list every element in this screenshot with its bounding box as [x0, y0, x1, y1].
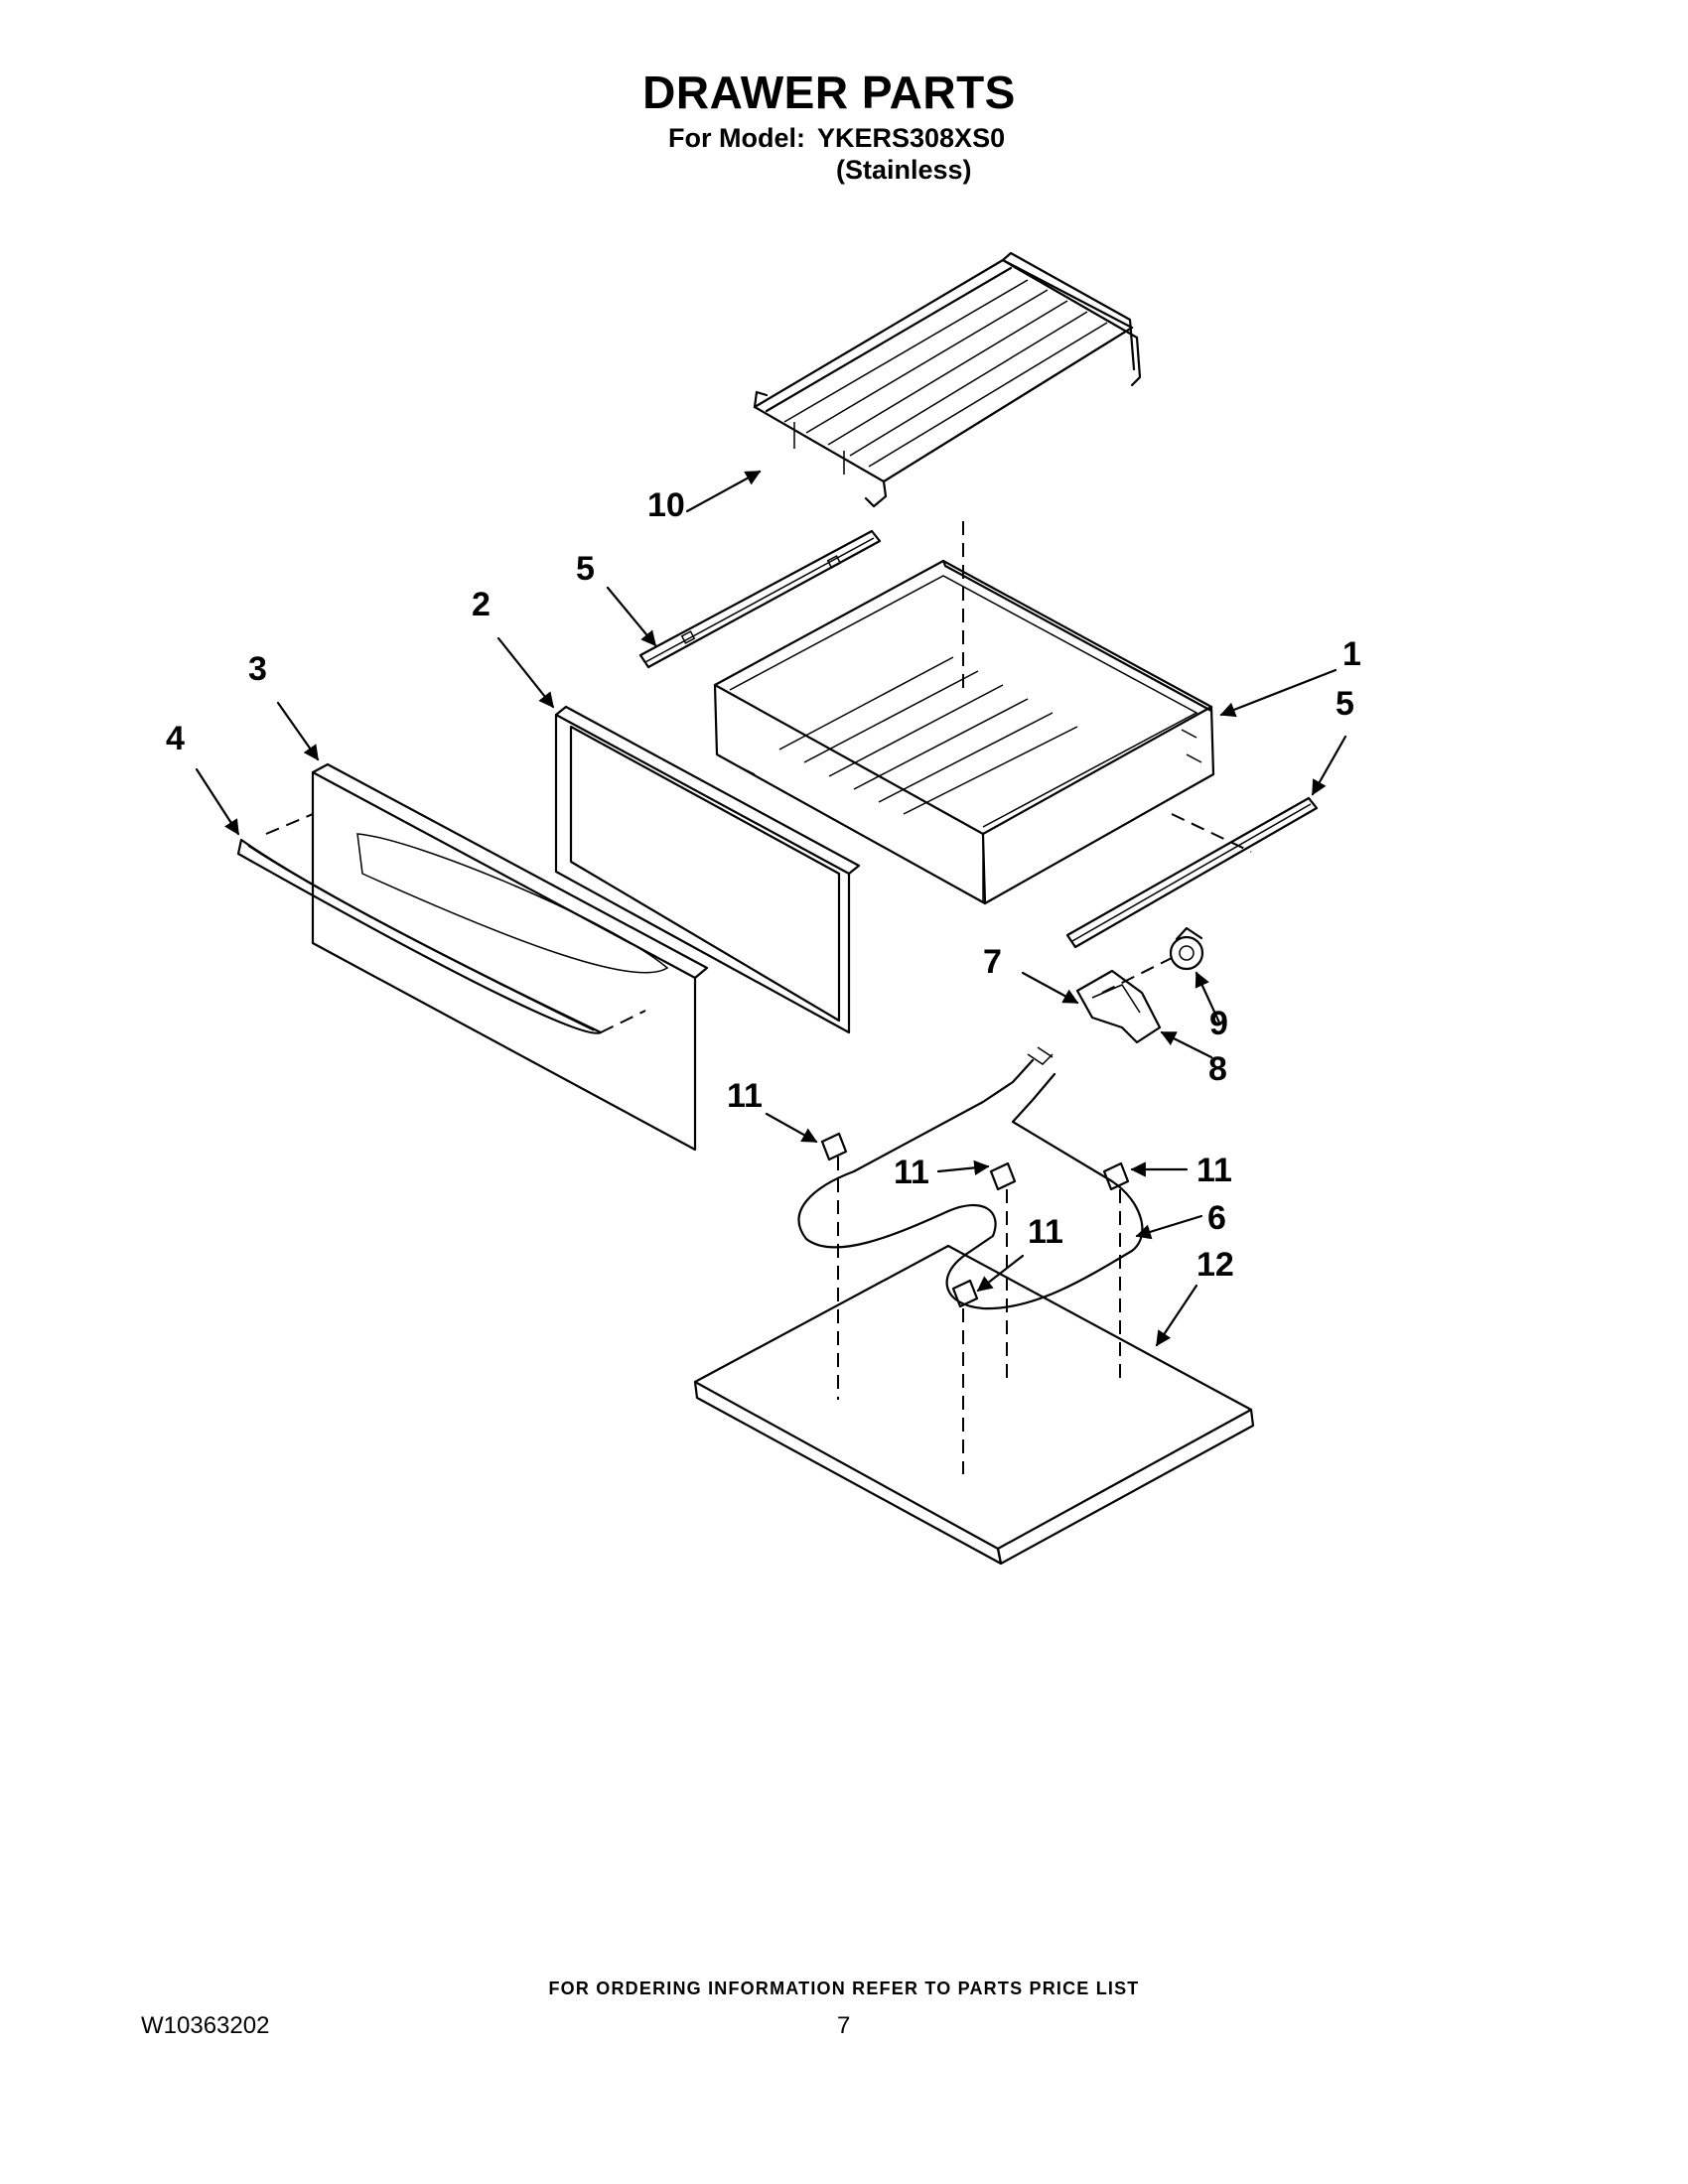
- callout-11-right: 11: [1196, 1152, 1232, 1189]
- callout-11-left: 11: [727, 1077, 763, 1115]
- page-number: 7: [837, 2012, 851, 2039]
- callout-4: 4: [166, 720, 185, 757]
- callout-12: 12: [1196, 1246, 1234, 1284]
- door-handle-part: [236, 838, 603, 1034]
- bake-element-part: [797, 1046, 1144, 1310]
- bracket-part: [1075, 969, 1162, 1044]
- model-line: For Model: YKERS308XS0: [668, 123, 1005, 154]
- thermostat-part: [1169, 926, 1204, 971]
- callout-10: 10: [647, 486, 685, 524]
- bottom-panel-part: [693, 1244, 1255, 1566]
- callout-5-lower: 5: [1336, 685, 1354, 723]
- model-label: For Model:: [668, 123, 805, 153]
- callout-11-lower: 11: [1028, 1213, 1063, 1251]
- callout-1: 1: [1342, 635, 1361, 673]
- document-number: W10363202: [141, 2012, 270, 2039]
- callout-5-upper: 5: [576, 550, 595, 588]
- door-liner-part: [554, 705, 861, 1034]
- callout-11-center: 11: [894, 1154, 929, 1191]
- callout-9: 9: [1209, 1005, 1228, 1042]
- callout-2: 2: [472, 586, 491, 623]
- slide-rail-part: [638, 529, 882, 669]
- page-title: DRAWER PARTS: [642, 67, 1016, 118]
- slide-rail-part: [1065, 796, 1319, 949]
- model-number: YKERS308XS0: [816, 123, 1006, 153]
- wire-rack-part: [753, 251, 1142, 508]
- callout-8: 8: [1208, 1050, 1227, 1088]
- finish-label: (Stainless): [836, 155, 972, 185]
- callout-7: 7: [983, 943, 1002, 981]
- leader-arrows: [195, 470, 1347, 1347]
- clip-part: [820, 1132, 1130, 1308]
- callout-3: 3: [248, 650, 267, 688]
- ordering-note: FOR ORDERING INFORMATION REFER TO PARTS …: [548, 1979, 1140, 1998]
- drawer-box-part: [713, 559, 1215, 905]
- door-panel-part: [311, 762, 709, 1152]
- callout-6: 6: [1207, 1199, 1226, 1237]
